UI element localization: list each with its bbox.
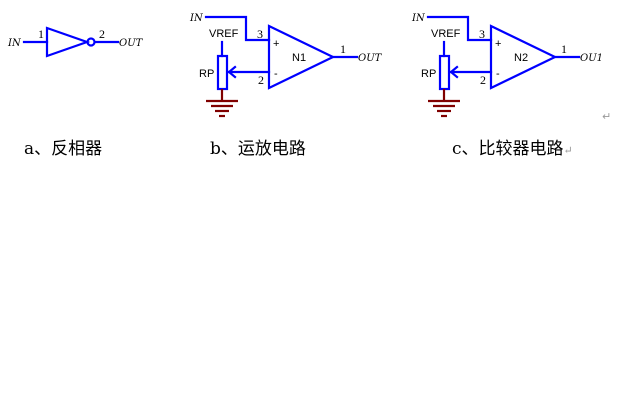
paragraph-mark-icon: ↵: [563, 144, 573, 157]
opamp-caption-text: b、运放电路: [210, 139, 306, 159]
inverter-input-label: IN: [7, 38, 22, 49]
inverter-circuit: IN 1 2 OUT: [7, 26, 144, 58]
comparator-potentiometer-icon: [438, 54, 451, 91]
comparator-wiper-arrow-icon: [449, 65, 459, 79]
comparator-circuit: IN 3 VREF RP 2 + - N2 1 OU1: [411, 13, 603, 118]
inverter-pin-out: 2: [99, 27, 105, 41]
comparator-plus-sign: +: [495, 38, 501, 50]
comparator-designator: N2: [514, 52, 528, 64]
opamp-ground-icon: [206, 99, 238, 118]
comparator-triangle-icon: [489, 24, 558, 90]
comparator-input-wire: [426, 15, 493, 42]
paragraph-mark-icon: ↵: [602, 110, 612, 123]
opamp-triangle-icon: [267, 24, 336, 90]
opamp-pin-plus: 3: [257, 27, 263, 41]
inverter-pin-in: 1: [38, 27, 44, 41]
inverter-output-label: OUT: [119, 38, 144, 49]
comparator-caption: c、比较器电路↵: [452, 134, 573, 159]
comparator-caption-text: c、比较器电路: [452, 139, 564, 159]
comparator-pot-label: RP: [421, 68, 436, 80]
inverter-caption-text: a、反相器: [24, 139, 103, 159]
opamp-circuit: IN 3 VREF RP 2 + - N1 1 OUT: [189, 13, 383, 118]
comparator-pin-plus: 3: [479, 27, 485, 41]
inverter-bubble-icon: [86, 37, 96, 47]
opamp-plus-sign: +: [273, 38, 279, 50]
opamp-pin-out: 1: [340, 42, 346, 56]
comparator-vref-label: VREF: [431, 28, 461, 40]
comparator-pin-out: 1: [561, 42, 567, 56]
comparator-ground-icon: [428, 99, 460, 118]
inverter-caption: a、反相器: [24, 134, 102, 159]
opamp-minus-sign: -: [274, 68, 278, 80]
opamp-potentiometer-icon: [216, 54, 229, 91]
comparator-input-label: IN: [411, 13, 426, 24]
opamp-vref-label: VREF: [209, 28, 239, 40]
opamp-input-label: IN: [189, 13, 204, 24]
opamp-wiper-arrow-icon: [227, 65, 237, 79]
opamp-output-label: OUT: [358, 53, 383, 64]
opamp-input-wire: [204, 15, 271, 42]
opamp-pot-label: RP: [199, 68, 214, 80]
comparator-output-label: OU1: [580, 53, 603, 64]
opamp-pin-minus: 2: [258, 73, 264, 87]
comparator-pin-minus: 2: [480, 73, 486, 87]
opamp-designator: N1: [292, 52, 306, 64]
inverter-triangle-icon: [45, 26, 91, 58]
opamp-caption: b、运放电路: [210, 134, 306, 159]
comparator-minus-sign: -: [496, 68, 500, 80]
